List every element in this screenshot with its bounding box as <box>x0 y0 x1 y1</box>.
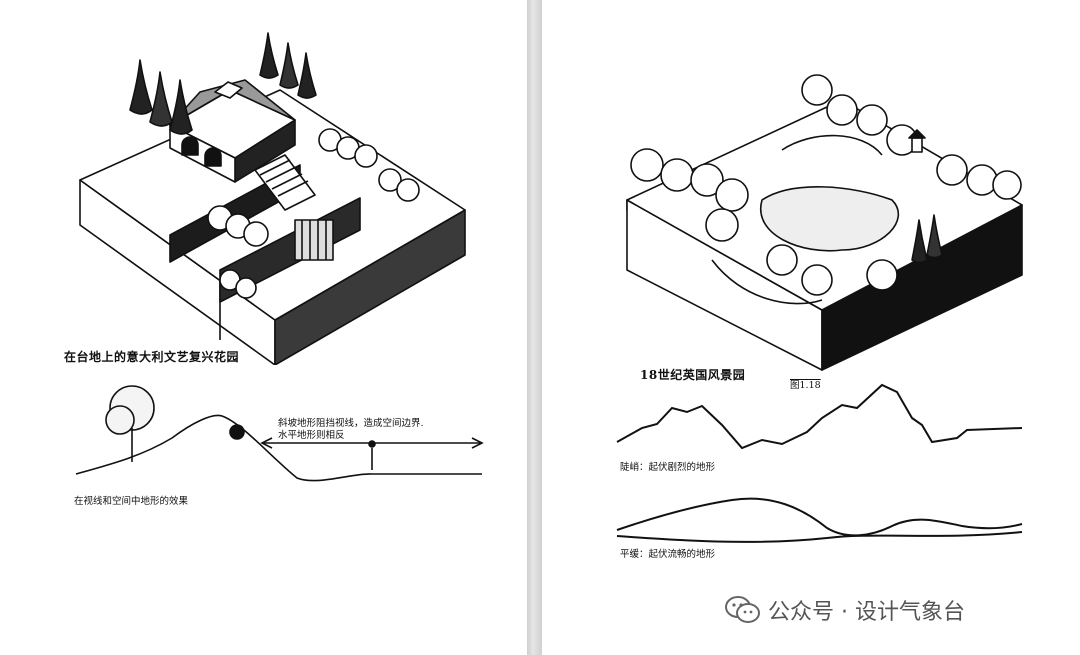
steep-terrain-profile <box>616 383 1023 450</box>
watermark: 公众号 · 设计气象台 <box>724 594 965 626</box>
figure-caption-italian-garden: 在台地上的意大利文艺复兴花园 <box>64 350 240 364</box>
figure-caption-english-garden: 18世纪英国风景园 <box>640 368 746 382</box>
section-annotation-line2: 水平地形则相反 <box>278 430 345 441</box>
figure-caption-steep-terrain: 陡峭：起伏剧烈的地形 <box>620 462 716 473</box>
left-page: 在台地上的意大利文艺复兴花园 斜坡地形阻挡视线，造成空间边界. 水平地形则相反 … <box>0 0 527 655</box>
figure-number: 图1.18 <box>790 380 821 391</box>
figure-caption-landform-view: 在视线和空间中地形的效果 <box>74 496 189 507</box>
gentle-terrain-profile <box>616 497 1023 543</box>
landform-view-section <box>75 385 484 482</box>
page-gutter <box>527 0 542 655</box>
figure-caption-gentle-terrain: 平缓：起伏流畅的地形 <box>620 549 716 560</box>
section-annotation-line1: 斜坡地形阻挡视线，造成空间边界. <box>278 418 424 429</box>
right-page: 18世纪英国风景园 图1.18 陡峭：起伏剧烈的地形 平缓：起伏流畅的地形 <box>542 0 1080 655</box>
italian-garden-illustration <box>79 32 466 365</box>
watermark-text: 公众号 · 设计气象台 <box>768 600 965 625</box>
english-landscape-garden-illustration <box>626 74 1023 371</box>
wechat-icon <box>725 596 760 623</box>
